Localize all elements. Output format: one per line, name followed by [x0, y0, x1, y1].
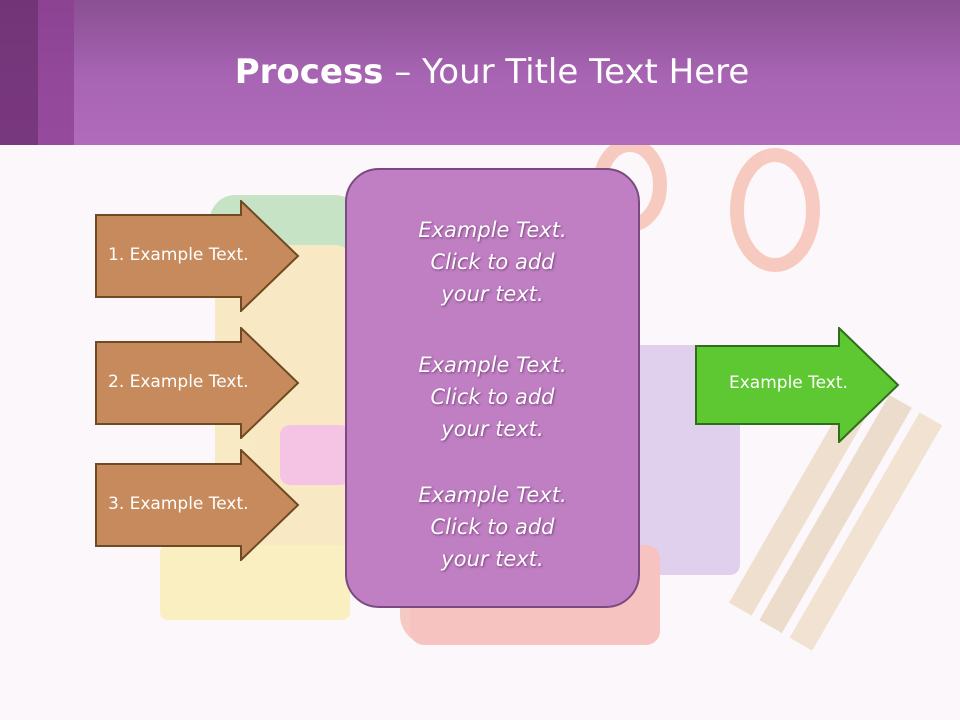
paragraph-line: Example Text. — [418, 353, 567, 377]
paragraph-line: Click to add — [430, 515, 555, 539]
step-arrow-3[interactable]: 3. Example Text. — [95, 449, 300, 561]
paragraph-line: Click to add — [430, 250, 555, 274]
center-paragraph-3: Example Text. Click to add your text. — [347, 479, 638, 575]
result-arrow-label: Example Text. — [729, 373, 848, 393]
paragraph-line: your text. — [441, 547, 544, 571]
right-arrow-shape — [95, 327, 300, 439]
step-arrow-label: 1. Example Text. — [108, 245, 249, 265]
right-arrow-shape — [95, 449, 300, 561]
paragraph-line: Example Text. — [418, 483, 567, 507]
slide-title[interactable]: Process – Your Title Text Here — [0, 52, 960, 92]
right-arrow-shape — [695, 327, 900, 443]
header-accent-stripe — [0, 0, 38, 145]
slide-title-rest: – Your Title Text Here — [383, 52, 750, 92]
step-arrow-label: 3. Example Text. — [108, 494, 249, 514]
title-bar: Process – Your Title Text Here — [0, 0, 960, 145]
center-paragraph-2: Example Text. Click to add your text. — [347, 349, 638, 445]
paragraph-line: your text. — [441, 417, 544, 441]
slide-title-bold: Process — [234, 52, 384, 92]
step-arrow-1[interactable]: 1. Example Text. — [95, 200, 300, 312]
step-arrow-label: 2. Example Text. — [108, 372, 249, 392]
center-paragraph-1: Example Text. Click to add your text. — [347, 214, 638, 310]
right-arrow-shape — [95, 200, 300, 312]
paragraph-line: your text. — [441, 282, 544, 306]
paragraph-line: Example Text. — [418, 218, 567, 242]
step-arrow-2[interactable]: 2. Example Text. — [95, 327, 300, 439]
result-arrow[interactable]: Example Text. — [695, 327, 900, 443]
paragraph-line: Click to add — [430, 385, 555, 409]
header-accent-stripe — [38, 0, 74, 145]
center-text-box[interactable]: Example Text. Click to add your text. Ex… — [345, 168, 640, 608]
